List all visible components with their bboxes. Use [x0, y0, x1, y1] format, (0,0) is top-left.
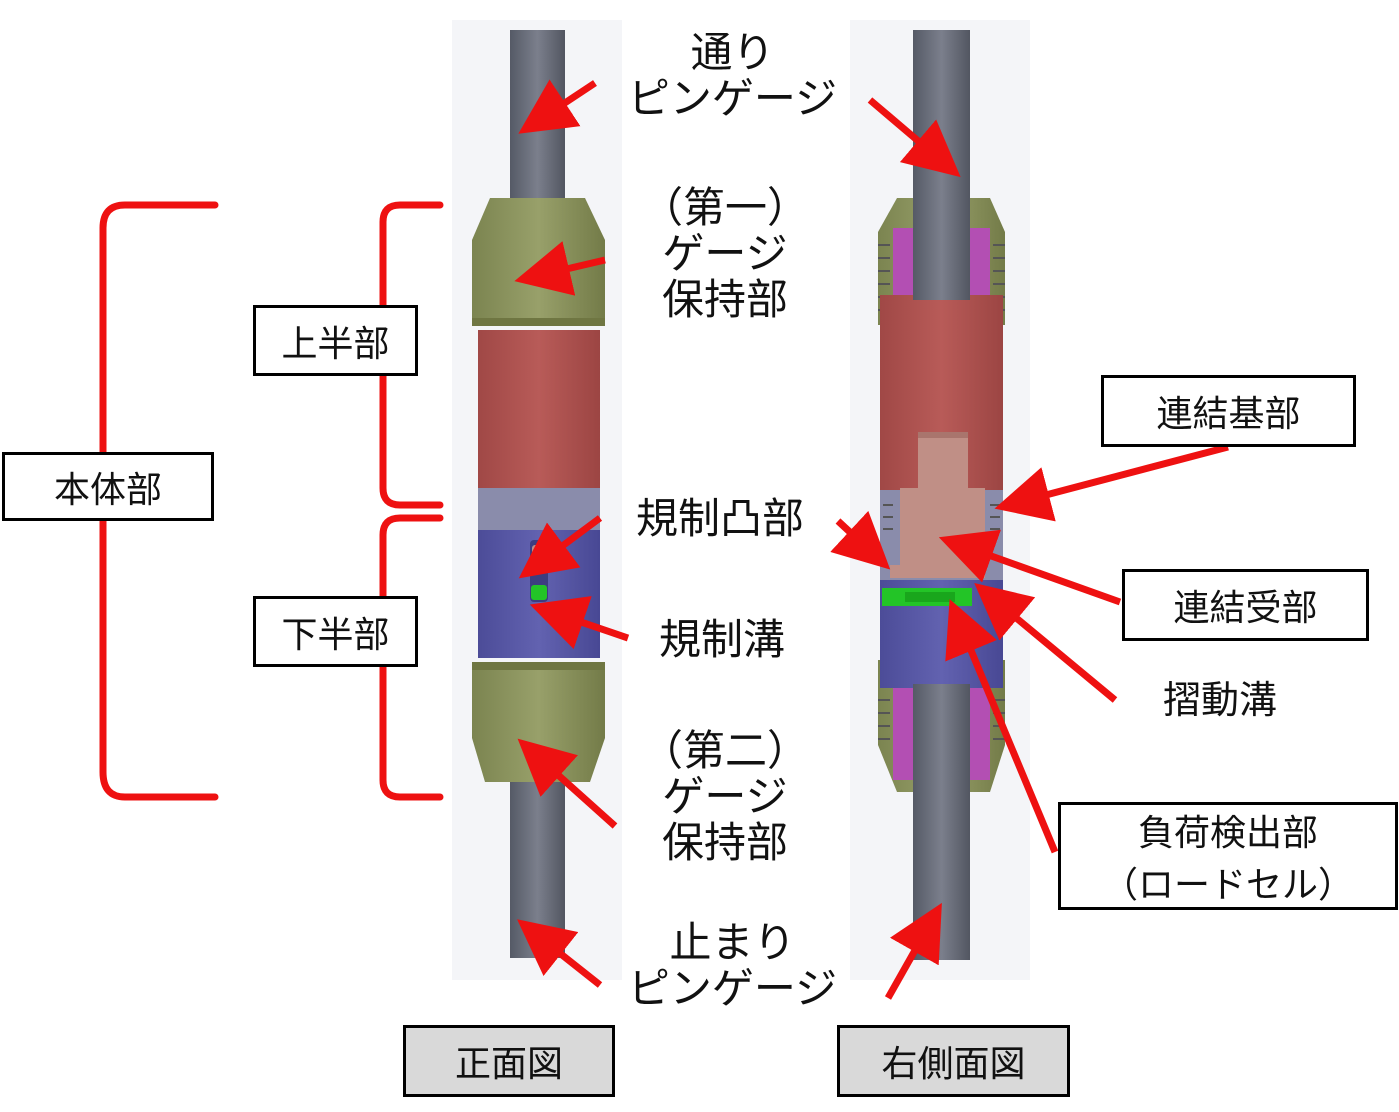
- connection-base-box-label: 連結基部: [1156, 394, 1301, 435]
- first-holder-label-line1: （第一）: [640, 183, 809, 232]
- first-holder-label-line3: 保持部: [661, 275, 788, 325]
- arrow-connection-receiver: [938, 529, 1122, 606]
- side-view-box: 右側面図: [837, 1025, 1070, 1097]
- body-box-label: 本体部: [53, 469, 162, 511]
- upper-half-front: [478, 330, 600, 488]
- nogo-gauge-label-line2: ピンゲージ: [627, 964, 838, 1014]
- arrow-go-gauge-front: [518, 79, 597, 134]
- connection-receiver-box-label: 連結受部: [1173, 588, 1318, 629]
- arrow-load-detector: [945, 599, 1059, 854]
- holder-pocket-right-upper: [970, 228, 990, 300]
- second-holder-label: （第二） ゲージ 保持部: [620, 726, 830, 868]
- go-gauge-label-line1: 通り: [690, 28, 775, 77]
- first-gauge-holder-front: [472, 198, 605, 322]
- connection-base-box: 連結基部: [1101, 375, 1356, 447]
- arrow-protrusion-front: [518, 515, 603, 579]
- arrow-go-gauge-side: [867, 97, 961, 178]
- regulating-groove-label: 規制溝: [658, 615, 785, 664]
- upper-half-side: [880, 295, 1003, 490]
- arrows: [514, 79, 1229, 1000]
- front-view-box-label: 正面図: [454, 1044, 563, 1085]
- first-holder-label-line2: ゲージ: [662, 229, 788, 279]
- arrow-protrusion-side: [830, 510, 891, 570]
- front-view-box: 正面図: [403, 1025, 615, 1097]
- arrow-sliding-groove: [974, 583, 1118, 703]
- arrow-second-holder: [517, 738, 618, 829]
- load-detector-box-line1: 負荷検出部: [1137, 813, 1318, 854]
- go-gauge-label: 通り ピンゲージ: [600, 28, 865, 124]
- nogo-gauge-label: 止まり ピンゲージ: [600, 918, 865, 1014]
- second-holder-label-line1: （第二）: [640, 726, 809, 775]
- nogo-gauge-label-line1: 止まり: [669, 918, 796, 967]
- go-gauge-label-line2: ピンゲージ: [627, 74, 838, 124]
- arrow-first-holder: [514, 241, 606, 296]
- regulating-protrusion-label: 規制凸部: [635, 494, 804, 543]
- holder-pocket-left-lower: [893, 685, 913, 780]
- arrow-connection-base: [994, 443, 1229, 522]
- lower-half-box: 下半部: [253, 596, 418, 667]
- nogo-pin-gauge-side: [913, 684, 970, 960]
- load-detector-box-line2: （ロードセル）: [1101, 865, 1354, 906]
- upper-half-box-label: 上半部: [281, 323, 390, 365]
- arrow-groove-front: [529, 596, 630, 650]
- holder-pocket-right-lower: [970, 685, 990, 780]
- body-box: 本体部: [2, 452, 214, 521]
- lower-half-box-label: 下半部: [281, 614, 390, 656]
- side-view: [878, 30, 1005, 960]
- second-holder-label-line2: ゲージ: [662, 772, 788, 822]
- first-holder-label: （第一） ゲージ 保持部: [620, 183, 830, 325]
- connection-receiver-box: 連結受部: [1122, 569, 1369, 641]
- regulating-ring-front: [478, 488, 600, 530]
- arrow-nogo-front: [517, 919, 603, 988]
- loadcell-front: [531, 585, 547, 600]
- side-view-box-label: 右側面図: [881, 1044, 1026, 1085]
- sliding-groove-label: 摺動溝: [1162, 678, 1277, 722]
- holder-pocket-left-upper: [893, 228, 913, 300]
- second-holder-label-line3: 保持部: [661, 818, 788, 868]
- second-gauge-holder-front: [472, 670, 605, 782]
- upper-half-box: 上半部: [253, 305, 418, 376]
- arrow-nogo-side: [884, 902, 942, 1000]
- load-detector-box: 負荷検出部 （ロードセル）: [1058, 802, 1398, 910]
